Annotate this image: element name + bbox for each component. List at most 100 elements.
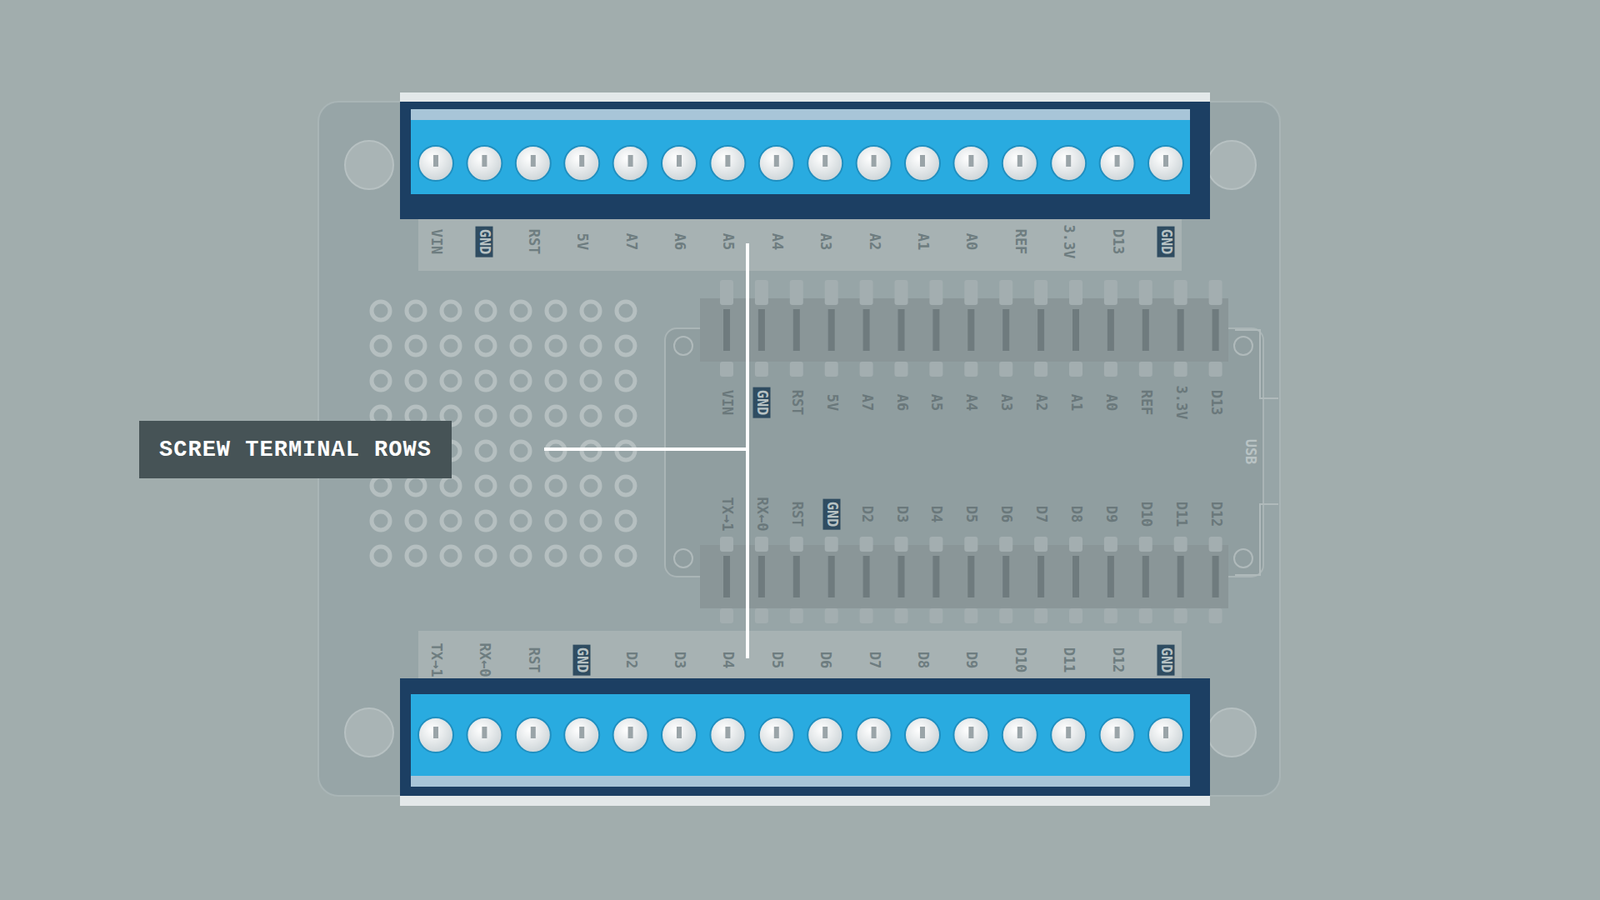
screw (1100, 145, 1135, 181)
pin-pad (1034, 608, 1048, 624)
perf-hole (546, 336, 565, 355)
perf-hole (511, 476, 530, 495)
terminal-block (400, 101, 1210, 220)
perf-hole (546, 301, 565, 320)
usb-outline (1235, 330, 1279, 575)
screw-slot (822, 726, 828, 739)
pin-pad (825, 536, 839, 552)
perf-hole (546, 406, 565, 425)
pin-pad (860, 361, 874, 377)
pin-pad (720, 280, 734, 305)
screw (1002, 145, 1038, 181)
pin-label: RX←0 (475, 640, 494, 680)
perf-hole (406, 301, 425, 320)
screw-slot (579, 726, 585, 739)
screw (905, 717, 940, 753)
perf-hole (441, 371, 460, 390)
perf-hole (581, 546, 600, 565)
pin-pad (1174, 361, 1188, 377)
perf-hole (476, 406, 495, 425)
pin-pad (895, 536, 909, 552)
pin-pad (1209, 280, 1223, 305)
pin-pad (999, 536, 1013, 552)
label-strip (418, 219, 1182, 271)
screw (515, 145, 551, 181)
perf-hole (616, 301, 635, 320)
pin-pad (964, 608, 978, 624)
screw (1050, 717, 1086, 753)
screw-slot (1115, 155, 1120, 167)
pin-label: A7 (857, 391, 875, 414)
pin (758, 555, 765, 598)
pin-pad (825, 608, 839, 624)
screw-slot (676, 155, 682, 167)
pin (967, 555, 975, 598)
perf-hole (406, 546, 425, 565)
screw (905, 145, 940, 181)
pin-label: A4 (962, 391, 980, 414)
pin-pad (999, 608, 1013, 624)
pin-label: D13 (1206, 387, 1225, 419)
screw-slot (871, 155, 877, 167)
pin-pad (1069, 361, 1083, 377)
pin-label: A5 (719, 230, 737, 253)
screw-slot (871, 726, 877, 739)
pin (1177, 309, 1185, 351)
perf-hole (476, 476, 495, 495)
pin-pad (1034, 280, 1048, 305)
pin-label: A1 (914, 230, 932, 253)
screw (710, 145, 745, 181)
screw-slot (968, 155, 974, 167)
pin-label: RST (524, 645, 542, 676)
pin-pad (1104, 608, 1118, 624)
header-pins (720, 280, 1223, 624)
nano-holes (674, 336, 1253, 568)
perf-hole (616, 371, 635, 390)
pin (828, 309, 835, 351)
terminal-body (410, 109, 1190, 195)
screw (466, 145, 502, 181)
pin-label: D5 (767, 649, 785, 671)
pin-pad (929, 280, 943, 305)
pin-pad (1139, 608, 1153, 624)
screw-slot (530, 155, 536, 167)
pin-label: A0 (1101, 391, 1120, 414)
pin-pad (860, 608, 874, 624)
screw-slot (1017, 155, 1023, 167)
pin-pad (1209, 608, 1223, 624)
perf-hole (371, 546, 390, 565)
pin-pad (720, 361, 734, 377)
perf-hole (406, 476, 425, 495)
pin (1107, 555, 1115, 598)
pin (898, 309, 905, 351)
pin-label: RX←0 (752, 495, 770, 535)
pin-label: D9 (1101, 503, 1120, 525)
pin-pad (790, 280, 804, 305)
perf-hole (581, 301, 600, 320)
pin-label: D4 (927, 503, 945, 525)
screw-slot (530, 726, 536, 739)
pin-label: D10 (1010, 645, 1029, 676)
pin-pad (964, 280, 978, 305)
pin-label: D12 (1108, 645, 1126, 676)
perf-hole (511, 336, 530, 355)
perf-hole (476, 336, 495, 355)
perf-hole (581, 336, 600, 355)
pin-pad (720, 536, 734, 552)
perf-hole (476, 546, 495, 565)
header-row (700, 545, 1229, 609)
screw (953, 717, 989, 753)
screw-slot (1163, 726, 1169, 739)
screw (661, 145, 697, 181)
perf-hole (511, 441, 530, 460)
screw (1002, 717, 1038, 753)
pin (932, 555, 940, 598)
perf-hole (476, 511, 495, 530)
pin-pad (929, 361, 943, 377)
pin-pad (1174, 280, 1188, 305)
perf-hole (511, 511, 530, 530)
pin-label: RST (524, 226, 542, 258)
perf-hole (581, 476, 600, 495)
pin (932, 309, 940, 351)
perf-hole (476, 371, 495, 390)
